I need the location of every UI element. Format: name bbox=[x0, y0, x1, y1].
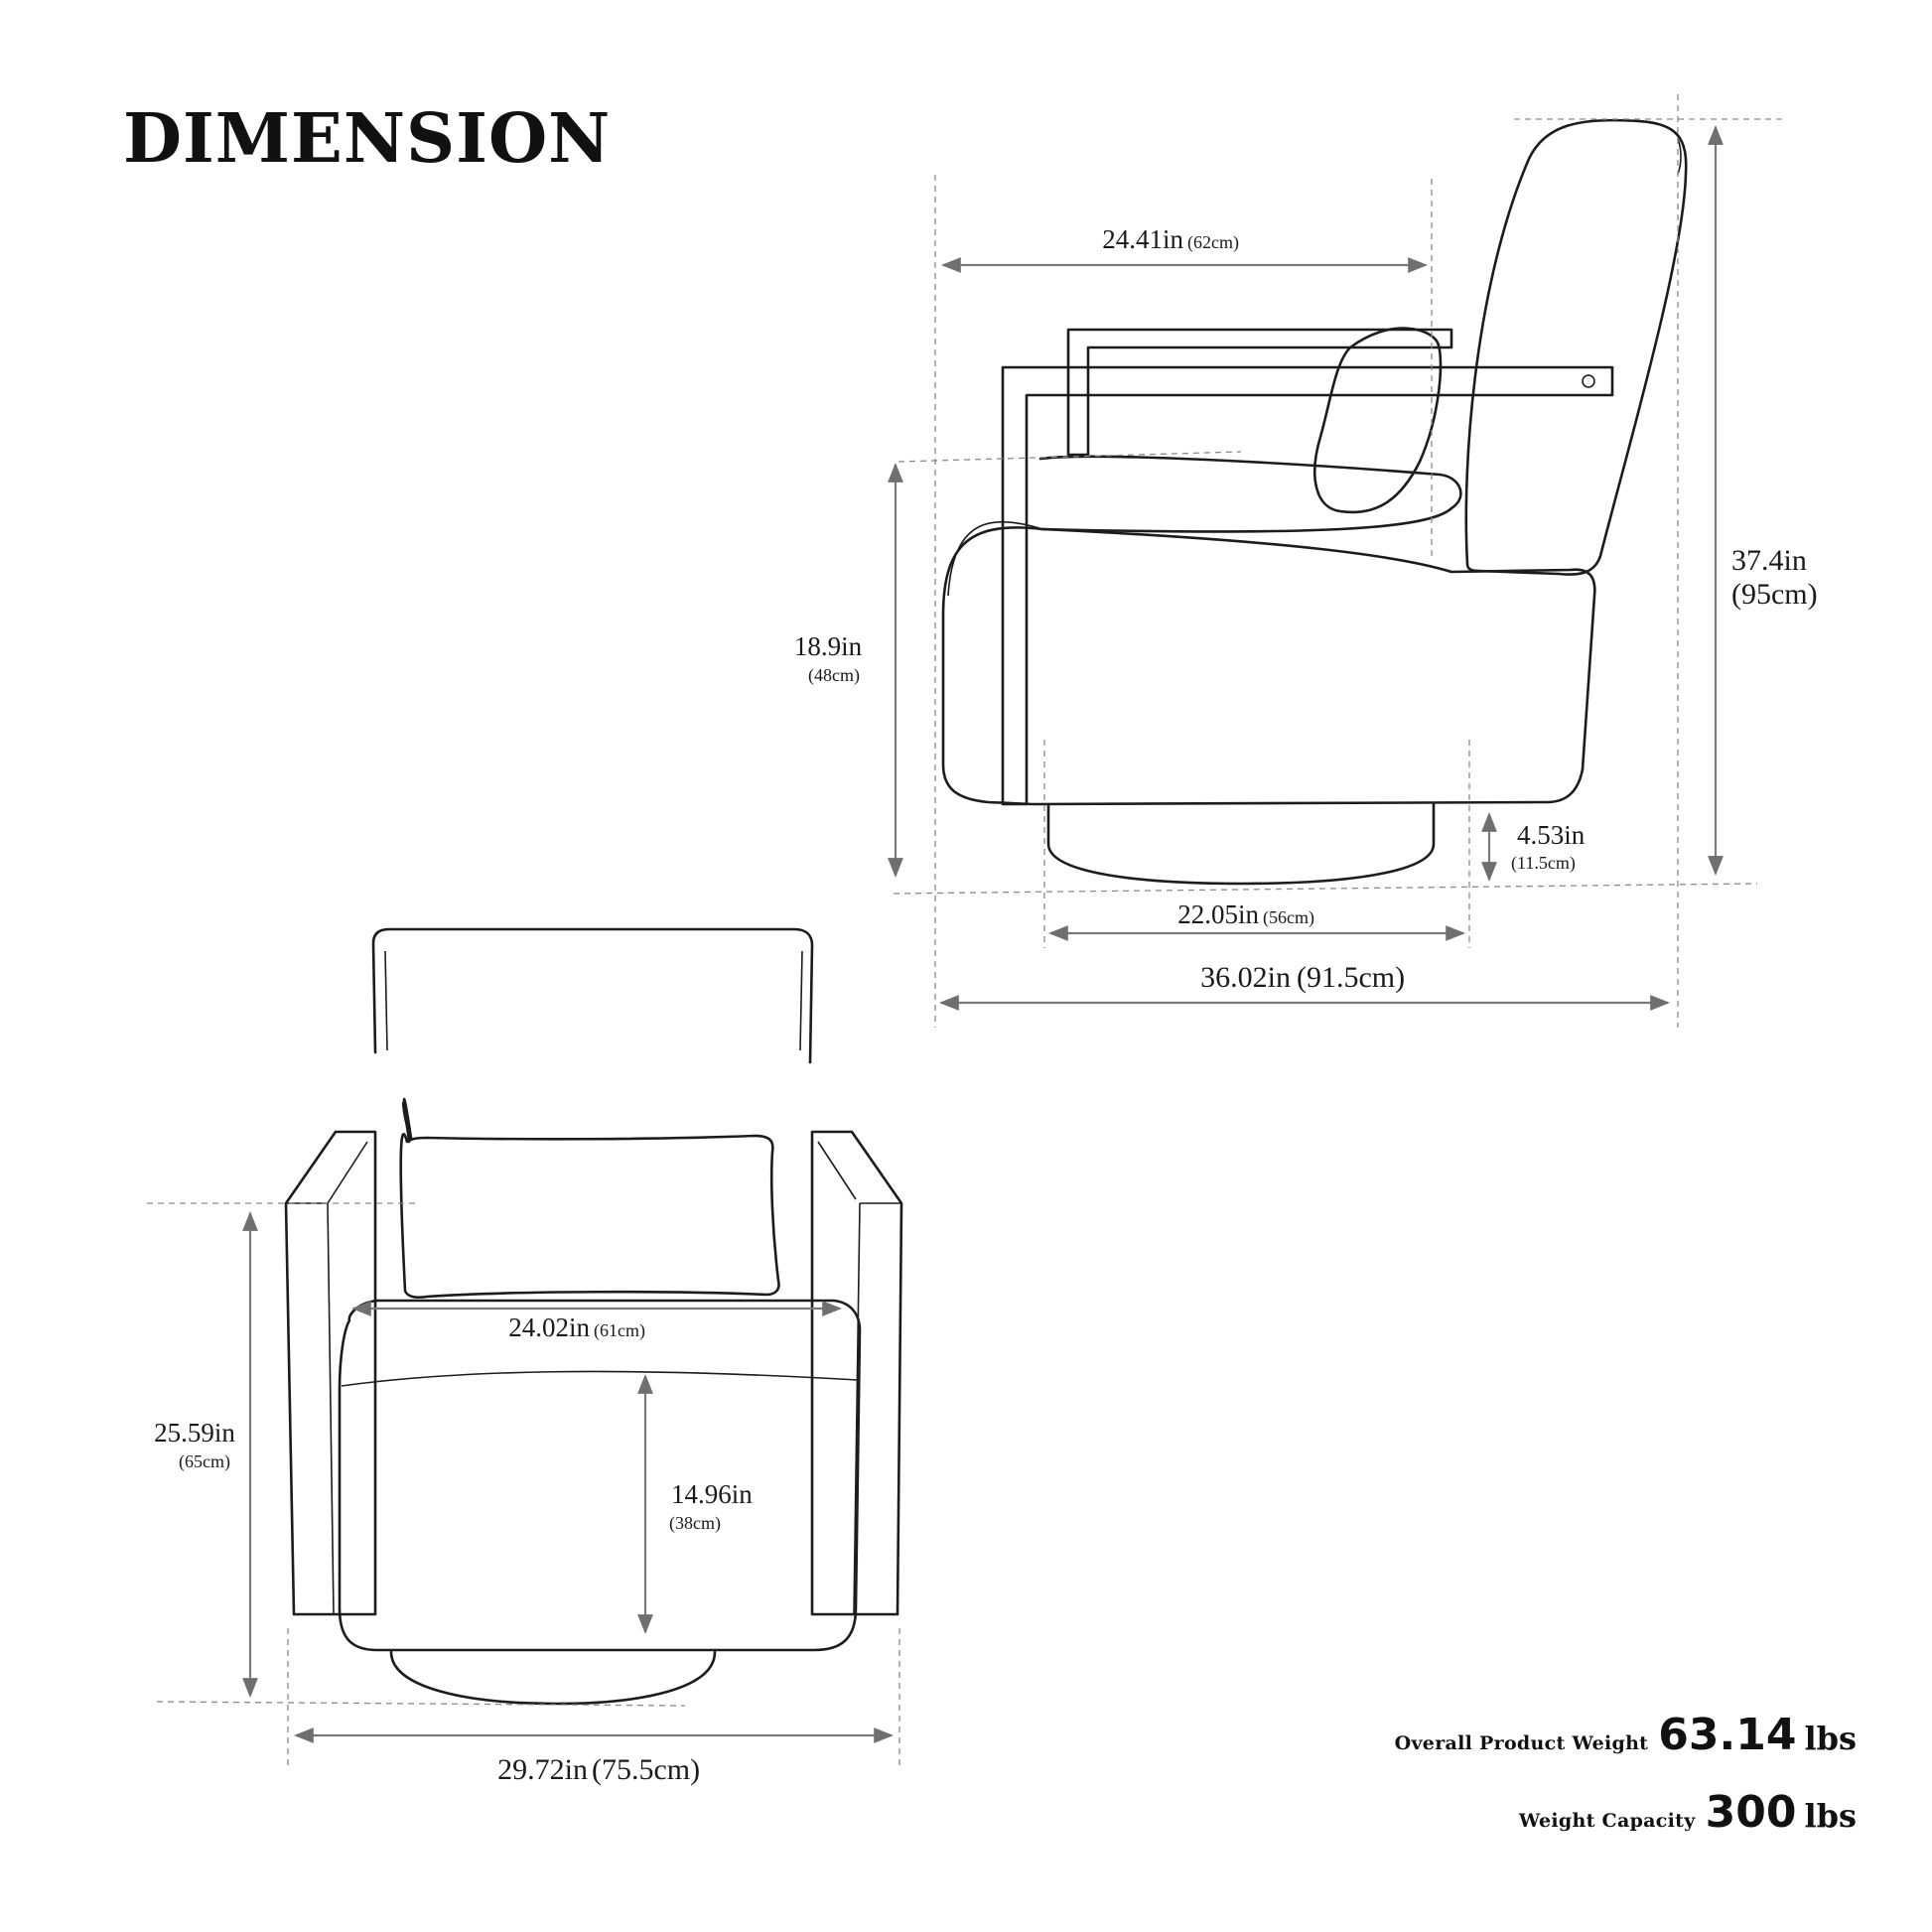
pillow-outline bbox=[1313, 327, 1443, 514]
total-depth-sub: (91.5cm) bbox=[1297, 961, 1405, 994]
frame-bolt bbox=[1582, 374, 1595, 388]
backrest-outline bbox=[1464, 118, 1688, 576]
seat-depth-sub: (38cm) bbox=[669, 1513, 721, 1534]
page-title: DIMENSION bbox=[123, 99, 612, 179]
front-backrest bbox=[371, 927, 814, 1064]
front-seat-outline bbox=[338, 1299, 862, 1652]
seat-width-sub: (61cm) bbox=[594, 1320, 645, 1341]
front-backrest-seam-right bbox=[799, 950, 803, 1051]
arm-height-label: 25.59in bbox=[154, 1418, 235, 1448]
total-height-sub: (95cm) bbox=[1731, 578, 1818, 611]
front-swivel-base bbox=[389, 1650, 717, 1706]
front-view-arrows bbox=[242, 1211, 894, 1743]
front-pillow-edge bbox=[401, 1097, 413, 1144]
front-right-arm-face bbox=[853, 1202, 861, 1615]
front-right-arm-bevel bbox=[817, 1141, 857, 1200]
seat-depth-label: 14.96in bbox=[671, 1479, 753, 1509]
side-view-guides bbox=[893, 94, 1787, 1028]
weight-capacity-unit: lbs bbox=[1804, 1797, 1857, 1835]
front-backrest-seam-left bbox=[384, 950, 388, 1051]
base-height-label: 4.53in bbox=[1517, 820, 1586, 850]
front-left-arm-bevel bbox=[327, 1141, 368, 1204]
front-view-chair bbox=[284, 927, 903, 1706]
base-height-sub: (11.5cm) bbox=[1511, 853, 1576, 874]
seat-body-outline bbox=[941, 526, 1596, 806]
seat-height-sub: (48cm) bbox=[808, 665, 860, 686]
side-view-labels: 24.41in (62cm) 18.9in (48cm) 37.4in (95c… bbox=[794, 224, 1818, 994]
side-view-chair bbox=[941, 118, 1688, 886]
front-right-arm-outline bbox=[810, 1130, 903, 1616]
arm-depth-label: 24.41in bbox=[1102, 224, 1183, 254]
product-weight-label: Overall Product Weight bbox=[1394, 1732, 1649, 1754]
backrest-seam bbox=[1677, 138, 1682, 175]
arm-frame-front bbox=[1001, 365, 1614, 806]
swivel-base bbox=[1046, 802, 1436, 886]
product-weight-unit: lbs bbox=[1804, 1720, 1857, 1757]
front-pillow-outline bbox=[399, 1133, 780, 1300]
weight-capacity-value: 300 bbox=[1705, 1787, 1797, 1838]
seat-width-label: 24.02in bbox=[508, 1312, 590, 1342]
front-left-arm-outline bbox=[284, 1130, 377, 1616]
front-seat-seam bbox=[341, 1370, 859, 1387]
front-view-guides bbox=[147, 1202, 900, 1765]
arm-height-sub: (65cm) bbox=[179, 1451, 230, 1472]
weight-capacity-label: Weight Capacity bbox=[1518, 1810, 1696, 1832]
total-depth-label: 36.02in bbox=[1200, 961, 1291, 994]
front-roll bbox=[947, 520, 1043, 597]
product-weight-value: 63.14 bbox=[1658, 1710, 1797, 1760]
arm-frame-back bbox=[1066, 328, 1453, 457]
total-height-label: 37.4in bbox=[1731, 544, 1807, 577]
arm-depth-sub: (62cm) bbox=[1187, 232, 1239, 253]
base-width-label: 22.05in bbox=[1177, 899, 1259, 929]
side-view-arrows bbox=[888, 125, 1724, 1011]
base-width-sub: (56cm) bbox=[1263, 907, 1314, 928]
seat-height-label: 18.9in bbox=[794, 631, 863, 661]
seat-cushion-outline bbox=[1038, 455, 1462, 533]
front-view-labels: 24.02in (61cm) 25.59in (65cm) 14.96in (3… bbox=[154, 1312, 753, 1786]
total-width-label: 29.72in bbox=[497, 1753, 588, 1786]
total-width-sub: (75.5cm) bbox=[592, 1753, 700, 1786]
